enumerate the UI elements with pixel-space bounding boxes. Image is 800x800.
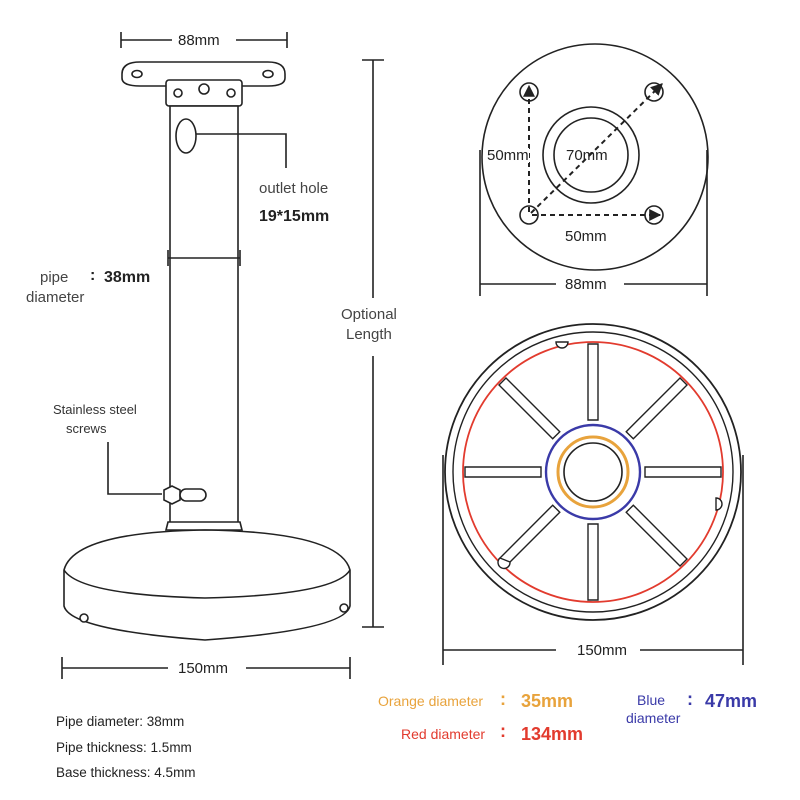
collar-screw-icon <box>226 88 236 98</box>
top-plate <box>121 61 286 87</box>
base-rib <box>464 466 542 478</box>
red-colon: : <box>500 721 506 741</box>
side-screw-icon <box>163 485 181 505</box>
top-flange-view <box>479 43 709 296</box>
plate-hole-icon <box>262 69 274 79</box>
blue-label-line2: diameter <box>626 710 681 726</box>
pipe <box>169 105 239 525</box>
red-diameter-ring <box>462 341 724 603</box>
base-rib <box>587 523 599 601</box>
screws-label-line2: screws <box>66 421 107 436</box>
outlet-size-label: 19*15mm <box>259 208 330 225</box>
base-rib <box>644 466 722 478</box>
top-width-label: 88mm <box>178 32 220 49</box>
clip-icon <box>497 557 511 570</box>
pipe-diameter-label: diameter <box>26 289 85 306</box>
base-rib <box>587 343 599 421</box>
side-screw-shaft <box>179 488 207 502</box>
base-screw-icon <box>79 613 89 623</box>
outlet-hole-label: outlet hole <box>259 180 329 197</box>
pipe-diameter-value: 38mm <box>104 269 151 286</box>
flange-dimensions <box>479 150 708 296</box>
base-rib <box>625 377 688 440</box>
screws-label-line1: Stainless steel <box>53 402 137 417</box>
collar-screw-icon <box>173 88 183 98</box>
spec-pipe-thickness: Pipe thickness: 1.5mm <box>56 740 192 755</box>
base-body <box>63 529 351 641</box>
flange-vertical-spacing: 50mm <box>487 147 529 164</box>
side-view-mount <box>63 61 351 641</box>
clip-icon <box>555 341 569 349</box>
pipe-label: pipe <box>40 269 69 286</box>
optional-length-line1: Optional <box>341 306 397 323</box>
clip-icon <box>715 497 723 511</box>
optional-length-line2: Length <box>346 326 392 343</box>
flange-horizontal-spacing: 50mm <box>565 228 607 245</box>
spec-pipe-diameter: Pipe diameter: 38mm <box>56 714 185 729</box>
diagonal-arrow-icon <box>530 83 663 214</box>
red-diameter-value: 134mm <box>521 724 584 744</box>
pipe-colon: : <box>90 267 96 284</box>
blue-colon: : <box>687 689 693 709</box>
blue-diameter-value: 47mm <box>705 691 758 711</box>
base-edge <box>63 569 351 599</box>
plate-hole-icon <box>131 69 143 79</box>
base-bottom-view <box>442 323 744 665</box>
orange-diameter-label: Orange diameter <box>378 693 484 709</box>
blue-label-line1: Blue <box>637 692 666 708</box>
flange-width-label: 88mm <box>565 276 607 293</box>
base-screw-icon <box>339 603 349 613</box>
base-rib <box>625 504 688 567</box>
flange-center-hole-label: 70mm <box>566 147 608 164</box>
base-ribs <box>464 343 722 601</box>
base-bottom-dimensions <box>442 455 744 665</box>
orange-colon: : <box>500 689 506 709</box>
spec-base-thickness: Base thickness: 4.5mm <box>56 765 196 780</box>
orange-diameter-value: 35mm <box>521 691 574 711</box>
collar-screw-icon <box>198 83 210 95</box>
pipe-bottom-ring <box>164 521 244 531</box>
base-bottom-width-label: 150mm <box>577 642 628 659</box>
base-rib <box>498 377 561 440</box>
center-hole <box>563 442 623 502</box>
base-width-label: 150mm <box>178 660 229 677</box>
red-diameter-label: Red diameter <box>401 726 486 742</box>
outlet-hole <box>175 118 197 154</box>
side-view-dimensions <box>61 32 384 679</box>
